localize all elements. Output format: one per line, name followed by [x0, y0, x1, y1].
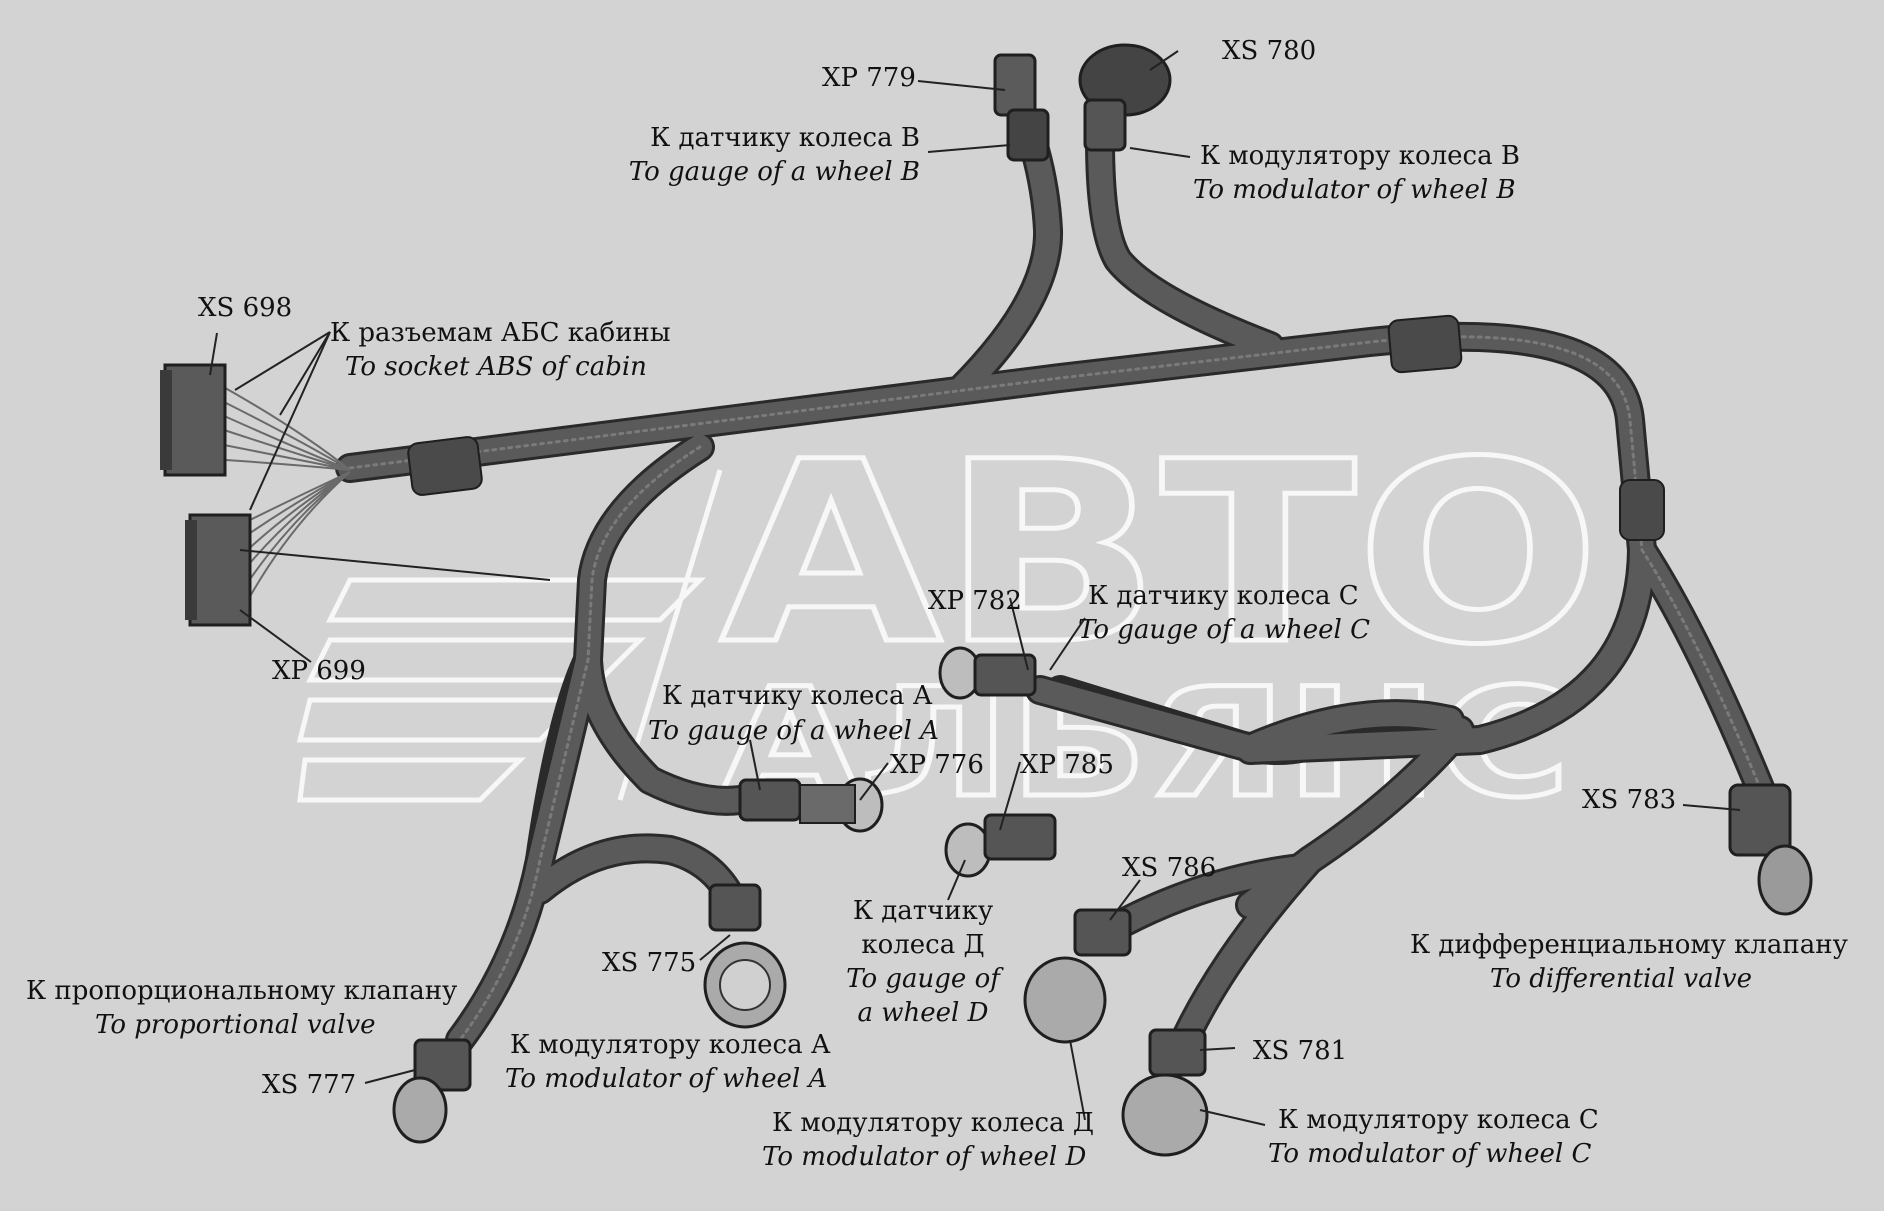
code-xs786: XS 786 [1122, 853, 1217, 883]
label-modulator-c-en: To modulator of wheel C [1268, 1139, 1592, 1169]
connector-xs786-body [1023, 908, 1132, 1044]
label-abs-cabin-en: To socket ABS of cabin [345, 352, 647, 382]
label-gauge-d-ru-line1: К датчику [852, 896, 994, 926]
label-modulator-d-en: To modulator of wheel D [762, 1142, 1087, 1172]
label-proportional-ru: К пропорциональному клапану [26, 976, 458, 1006]
code-xs783: XS 783 [1582, 785, 1677, 815]
label-gauge-c-ru: К датчику колеса С [1088, 581, 1359, 611]
connector-xp782-body [938, 646, 1037, 700]
connector-xp785-body [944, 813, 1057, 878]
cable-sleeves [407, 314, 1665, 541]
code-xp699: XP 699 [272, 656, 366, 686]
label-modulator-b-en: To modulator of wheel B [1193, 175, 1516, 205]
code-xs775: XS 775 [602, 948, 697, 978]
label-gauge-b-en: To gauge of a wheel B [628, 157, 920, 187]
code-xp779: XP 779 [822, 63, 916, 93]
label-gauge-d-en-line1: To gauge of [846, 964, 1000, 994]
code-xp782: XP 782 [928, 586, 1022, 616]
label-modulator-a-en: To modulator of wheel A [505, 1064, 828, 1094]
connector-xs781-body [1121, 1028, 1209, 1157]
connector-xs780-body [1078, 43, 1172, 152]
label-gauge-d-en-line2: a wheel D [857, 998, 989, 1028]
leader-lines [209, 50, 1741, 1126]
label-differential-ru: К дифференциальному клапану [1410, 930, 1848, 960]
label-proportional-en: To proportional valve [95, 1010, 376, 1040]
watermark-line1: АВТО [720, 408, 1600, 699]
connector-xs777-body [392, 1038, 472, 1144]
code-xp776: XP 776 [890, 750, 984, 780]
connector-xp779-body [993, 53, 1050, 162]
code-xs698: XS 698 [198, 293, 293, 323]
connector-xs775-body [703, 883, 787, 1029]
label-modulator-d-ru: К модулятору колеса Д [772, 1108, 1095, 1138]
label-gauge-a-ru: К датчику колеса А [662, 681, 933, 711]
label-modulator-c-ru: К модулятору колеса С [1278, 1105, 1599, 1135]
code-xs781: XS 781 [1253, 1036, 1348, 1066]
code-xs777: XS 777 [262, 1070, 357, 1100]
watermark-logo-stripes [296, 469, 723, 803]
connector-xs698-body [160, 363, 227, 477]
label-gauge-a-en: To gauge of a wheel A [648, 716, 939, 746]
label-differential-en: To differential valve [1490, 964, 1752, 994]
label-gauge-b-ru: К датчику колеса В [650, 123, 920, 153]
code-xs780: XS 780 [1222, 36, 1317, 66]
label-gauge-d-ru-line2: колеса Д [861, 930, 985, 960]
connector-xp776-body [738, 777, 884, 833]
label-modulator-b-ru: К модулятору колеса В [1200, 141, 1520, 171]
label-abs-cabin-ru: К разъемам АБС кабины [330, 318, 671, 348]
code-xp785: XP 785 [1020, 750, 1114, 780]
connector-xs783-body [1728, 783, 1813, 916]
connector-xp699-body [185, 513, 252, 627]
label-gauge-c-en: To gauge of a wheel C [1078, 615, 1370, 645]
label-modulator-a-ru: К модулятору колеса А [510, 1030, 831, 1060]
